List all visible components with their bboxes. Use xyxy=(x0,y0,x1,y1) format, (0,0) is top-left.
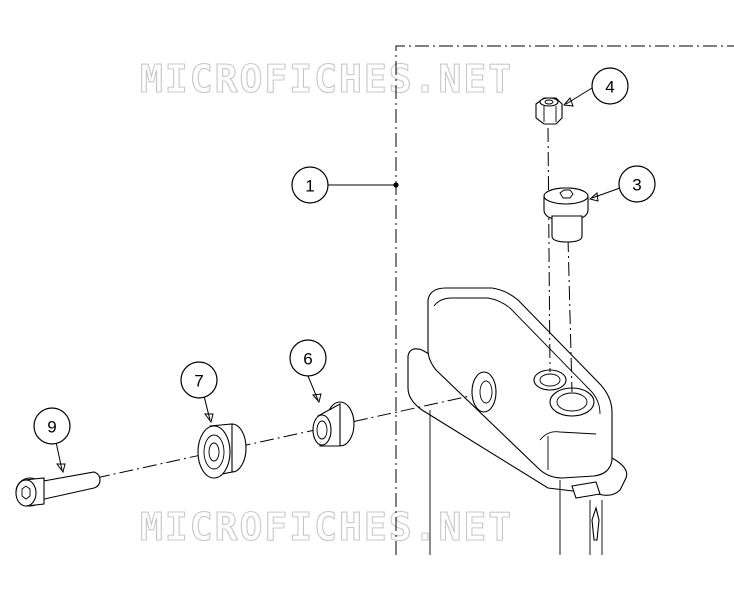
centerlines xyxy=(95,127,573,479)
callout-3-label: 3 xyxy=(632,176,641,195)
assembly-boundary xyxy=(395,45,734,555)
watermark-top: MICROFICHES.NET xyxy=(140,57,513,101)
leader-lines xyxy=(55,87,621,474)
callout-9: 9 xyxy=(33,407,71,445)
callout-6: 6 xyxy=(289,339,327,377)
part-9-screw xyxy=(15,471,101,507)
callout-9-label: 9 xyxy=(47,418,56,437)
watermark-bottom: MICROFICHES.NET xyxy=(140,505,513,549)
part-3-plug xyxy=(543,187,589,243)
part-7-grommet xyxy=(197,423,247,479)
callout-7: 7 xyxy=(180,361,218,399)
part-6-bushing xyxy=(312,401,355,447)
callout-7-label: 7 xyxy=(194,372,203,391)
part-4-nut xyxy=(535,97,563,125)
callout-1-label: 1 xyxy=(305,177,314,196)
callout-4: 4 xyxy=(591,67,629,105)
housing-body xyxy=(407,287,628,555)
callout-4-label: 4 xyxy=(605,78,614,97)
callout-3: 3 xyxy=(618,165,656,203)
callout-1: 1 xyxy=(291,166,329,204)
callout-6-label: 6 xyxy=(303,350,312,369)
